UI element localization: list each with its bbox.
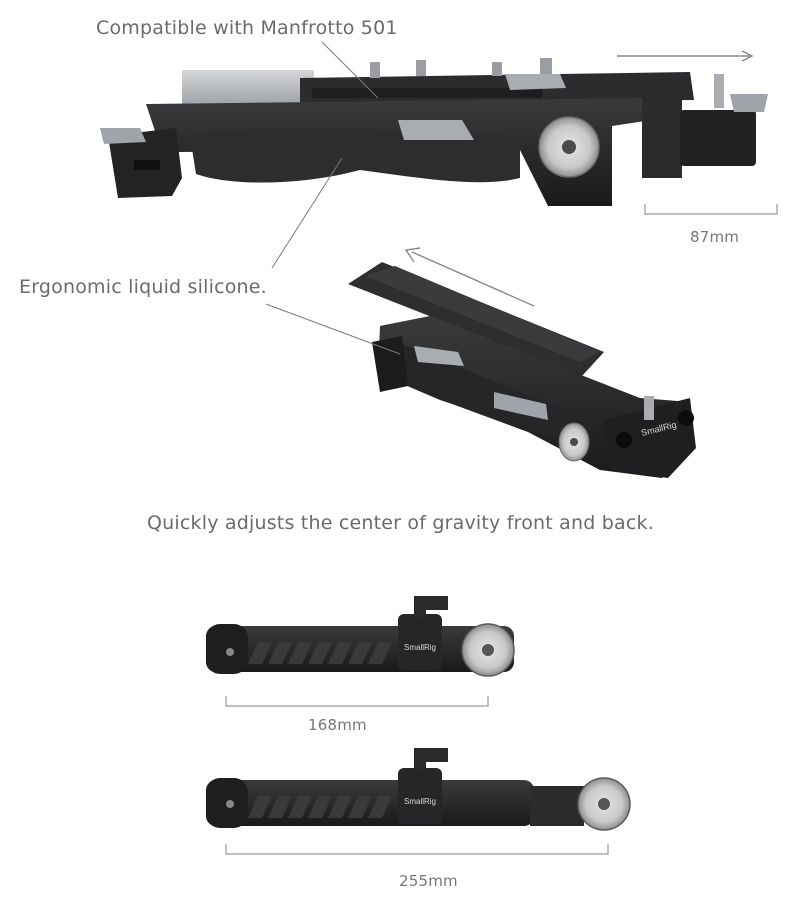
dimension-label-87mm: 87mm xyxy=(690,228,740,246)
brand-logo-long-arm: SmallRig xyxy=(404,797,436,806)
dimension-168mm-bracket xyxy=(225,696,489,707)
callout-center-of-gravity: Quickly adjusts the center of gravity fr… xyxy=(147,512,654,534)
callout-leader-ergonomic xyxy=(271,157,343,269)
baseplate-perspective-view: SmallRig xyxy=(265,247,696,478)
brand-logo-short-arm: SmallRig xyxy=(404,643,436,652)
slide-arrow-right xyxy=(617,50,754,62)
dimension-label-168mm: 168mm xyxy=(308,716,367,734)
baseplate-side-view xyxy=(100,41,778,269)
slide-arrow-left xyxy=(404,247,535,307)
callout-compatible-manfrotto: Compatible with Manfrotto 501 xyxy=(96,17,398,39)
dimension-255mm-bracket xyxy=(225,844,609,855)
dimension-label-255mm: 255mm xyxy=(399,872,458,890)
extension-arm-255: SmallRig xyxy=(206,748,631,855)
dimension-87mm-bracket xyxy=(644,204,778,215)
callout-leader-compatible xyxy=(321,41,379,99)
extension-arm-168: SmallRig xyxy=(206,596,515,707)
callout-leader-ergonomic-2 xyxy=(265,303,401,355)
callout-ergonomic-silicone: Ergonomic liquid silicone. xyxy=(19,276,267,298)
